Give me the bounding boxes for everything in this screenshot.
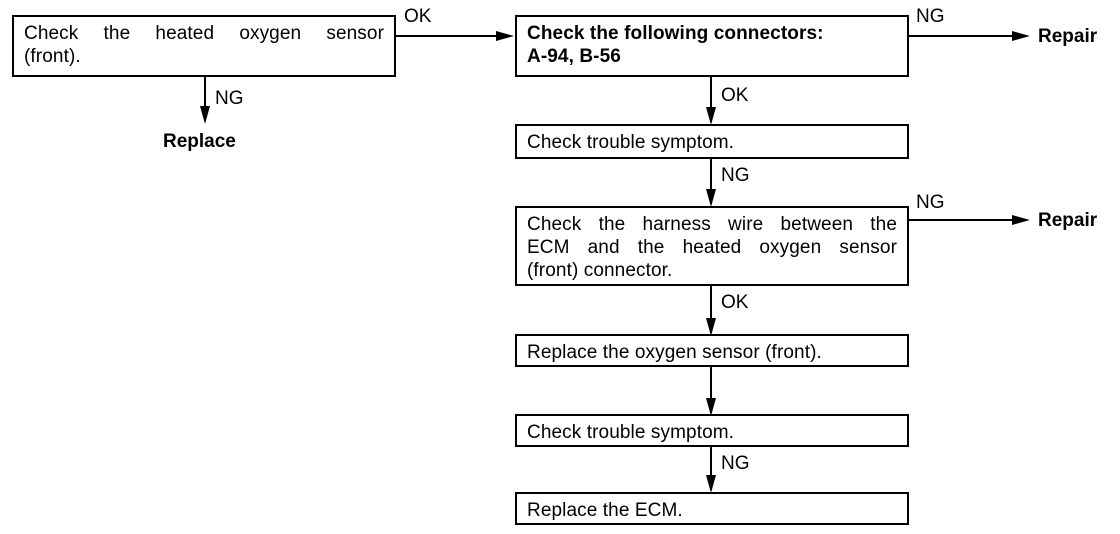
box-symptom1-text: Check trouble symptom. [527,132,735,153]
box-harness-line3: (front) connector. [527,260,673,281]
label-ok-harness: OK [721,292,749,313]
arrowhead-replace [200,106,210,124]
box-check-trouble-symptom-1: Check trouble symptom. [515,124,909,159]
label-repair-harness: Repair [1038,210,1098,231]
box-replace-ecm: Replace the ECM. [515,492,909,525]
box-connectors-line1: Check the following connectors: [527,23,824,44]
label-ng-harness: NG [916,192,945,213]
arrowhead-repair-top [1012,31,1030,41]
box-replace-oxygen-sensor: Replace the oxygen sensor (front). [515,334,909,367]
label-ng-top-right: NG [916,6,945,27]
arrowhead-symptom1 [706,107,716,125]
box-check-connectors: Check the following connectors: A-94, B-… [515,15,909,77]
box-check-heated-oxygen-sensor: Check the heated oxygen sensor (front). [12,15,396,77]
box-symptom2-text: Check trouble symptom. [527,422,735,443]
arrowhead-harness [706,189,716,207]
label-ng-symptom-1: NG [721,165,750,186]
label-ng-left: NG [215,88,244,109]
box-connectors-line2: A-94, B-56 [527,46,621,67]
label-ok-connectors: OK [721,85,749,106]
box-harness-line1: Check the harness wire between the [527,214,897,235]
arrowhead-connectors [496,31,514,41]
box-left-line2: (front). [24,46,81,67]
box-replace-sensor-text: Replace the oxygen sensor (front). [527,342,822,363]
label-ng-symptom-2: NG [721,453,750,474]
label-replace: Replace [163,131,236,152]
box-check-trouble-symptom-2: Check trouble symptom. [515,414,909,447]
box-replace-ecm-text: Replace the ECM. [527,500,683,521]
label-ok-top: OK [404,6,432,27]
box-harness-line2: ECM and the heated oxygen sensor [527,237,897,258]
box-left-line1: Check the heated oxygen sensor [24,23,384,44]
arrowhead-replace-ecm [706,475,716,493]
arrowhead-repair-harness [1012,215,1030,225]
box-check-harness-wire: Check the harness wire between the ECM a… [515,206,909,286]
label-repair-top: Repair [1038,26,1098,47]
